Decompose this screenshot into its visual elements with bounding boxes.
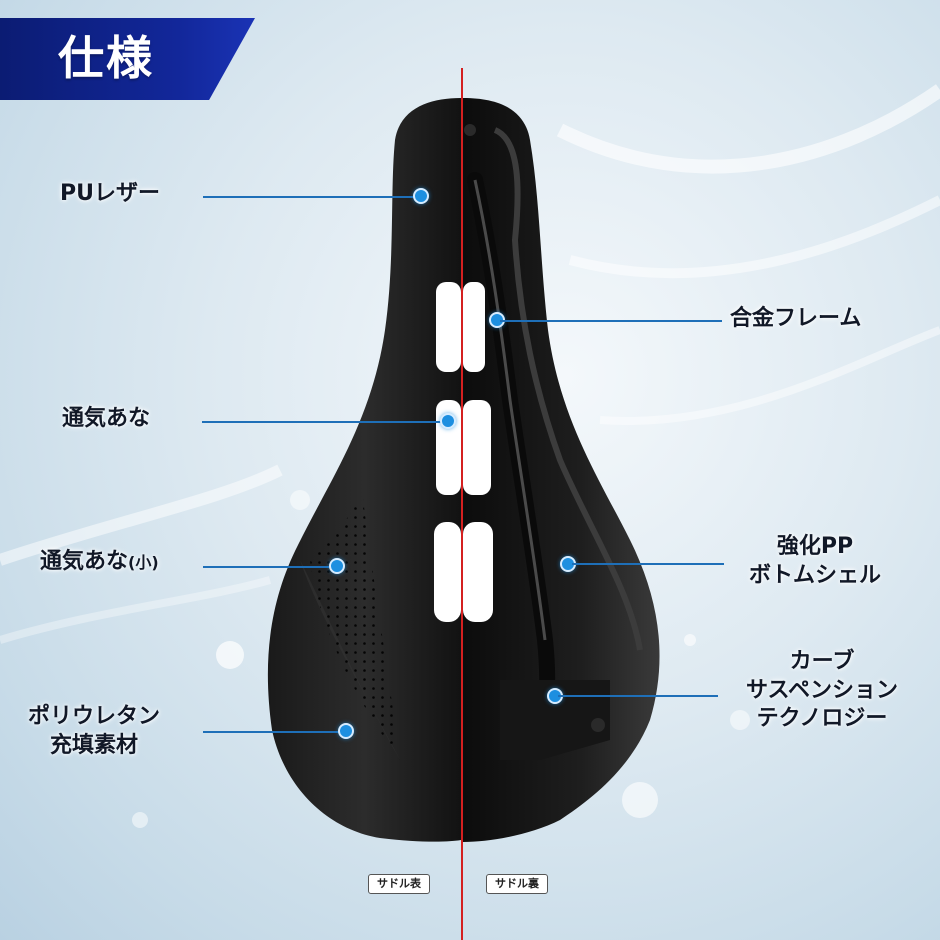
label-pp-shell-line1: 強化PP	[776, 534, 854, 559]
label-alloy-frame: 合金フレーム	[730, 306, 862, 331]
label-polyurethane: ポリウレタン 充填素材	[28, 703, 160, 760]
label-vent-hole: 通気あな	[62, 406, 151, 431]
label-curve-line2: サスペンション	[745, 677, 899, 703]
leader-pu-leather	[203, 196, 421, 198]
label-pu-leather: PUレザー	[60, 181, 160, 206]
dot-vent-hole	[440, 413, 456, 429]
dot-polyurethane	[338, 723, 354, 739]
dot-pu-leather	[413, 188, 429, 204]
page-title: 仕様	[58, 31, 154, 85]
label-curve-line3: テクノロジー	[756, 706, 888, 732]
label-pp-shell: 強化PP ボトムシェル	[730, 533, 900, 590]
label-pp-shell-line2: ボトムシェル	[748, 562, 881, 588]
tag-saddle-front: サドル表	[368, 874, 430, 894]
title-banner	[0, 18, 255, 100]
tag-saddle-back: サドル裏	[486, 874, 548, 894]
leader-vent-hole	[202, 421, 448, 423]
leader-vent-hole-small	[203, 566, 337, 568]
label-curve-suspension: カーブ サスペンション テクノロジー	[722, 648, 922, 734]
label-vent-hole-small-suffix: (小)	[128, 553, 159, 572]
label-polyurethane-line1: ポリウレタン	[28, 704, 161, 729]
leader-pp-shell	[572, 563, 724, 565]
label-curve-line1: カーブ	[789, 649, 855, 674]
label-vent-hole-small-text: 通気あな	[40, 549, 129, 574]
leader-alloy-frame	[500, 320, 722, 322]
saddle-bottom-shell	[463, 98, 660, 842]
center-divider-line	[461, 68, 463, 940]
saddle-top-surface	[267, 98, 461, 842]
label-vent-hole-small: 通気あな(小)	[40, 548, 159, 577]
leader-polyurethane	[203, 731, 345, 733]
dot-vent-hole-small	[329, 558, 345, 574]
label-polyurethane-line2: 充填素材	[50, 732, 139, 758]
leader-curve-suspension	[558, 695, 718, 697]
